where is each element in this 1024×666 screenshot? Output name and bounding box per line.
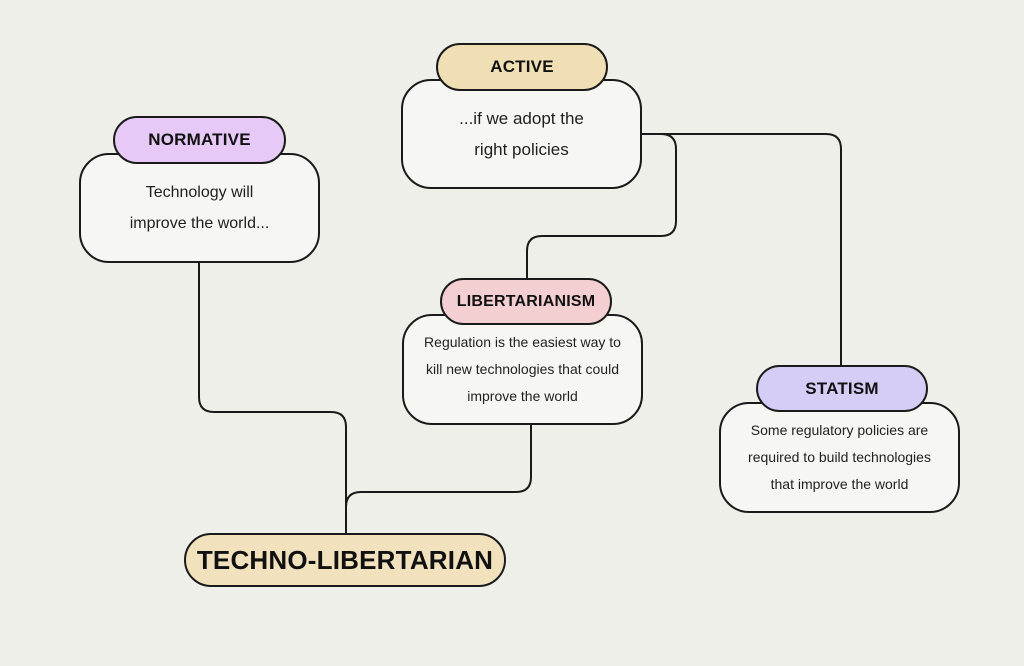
statism-label-pill: STATISM	[756, 365, 928, 412]
techno-libertarian-root-pill: TECHNO-LIBERTARIAN	[184, 533, 506, 587]
connector-active-to-statism	[641, 133, 842, 367]
normative-label: NORMATIVE	[148, 130, 251, 149]
libertarianism-card: Regulation is the easiest way to kill ne…	[402, 314, 643, 425]
normative-card: Technology will improve the world...	[79, 153, 320, 263]
connector-active-to-libertarianism	[526, 133, 677, 280]
libertarianism-text: Regulation is the easiest way to kill ne…	[424, 334, 621, 404]
normative-text: Technology will improve the world...	[129, 184, 270, 232]
libertarianism-label-pill: LIBERTARIANISM	[440, 278, 612, 325]
connector-normative-to-root	[198, 262, 347, 534]
active-label-pill: ACTIVE	[436, 43, 608, 91]
normative-label-pill: NORMATIVE	[113, 116, 286, 164]
active-text: ...if we adopt the right policies	[459, 109, 584, 159]
libertarianism-label: LIBERTARIANISM	[456, 292, 596, 310]
connector-libertarianism-to-root	[345, 424, 532, 534]
statism-card: Some regulatory policies are required to…	[719, 402, 960, 513]
statism-text: Some regulatory policies are required to…	[748, 422, 931, 492]
techno-libertarian-label: TECHNO-LIBERTARIAN	[196, 544, 494, 575]
active-label: ACTIVE	[490, 57, 554, 76]
statism-label: STATISM	[805, 378, 879, 398]
active-card: ...if we adopt the right policies	[401, 79, 642, 189]
